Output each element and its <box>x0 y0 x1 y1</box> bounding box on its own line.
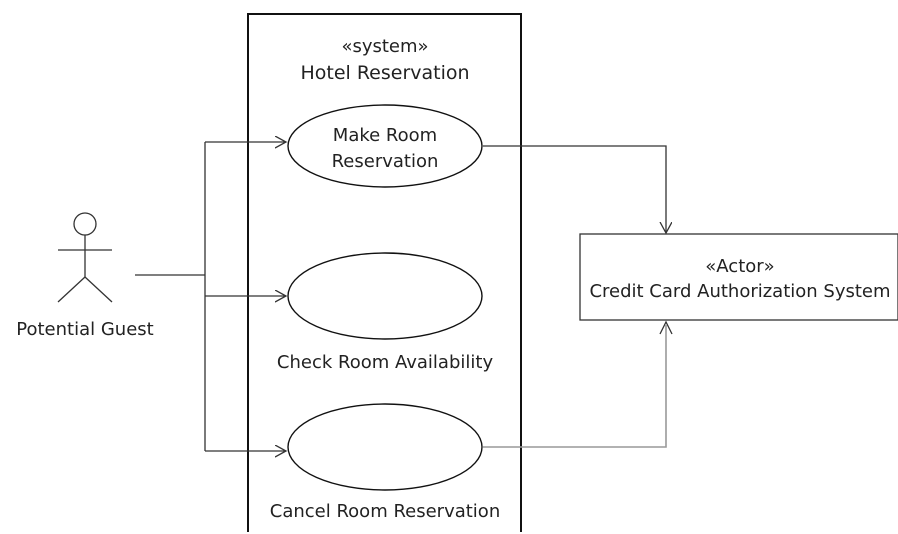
arrow-make-to-credit-card <box>483 145 666 233</box>
system-stereotype: «system» <box>341 36 428 57</box>
use-case-label: Cancel Room Reservation <box>270 501 500 522</box>
actor-potential-guest: Potential Guest <box>16 212 154 340</box>
actor-stereotype: «Actor» <box>705 256 774 277</box>
stick-figure-icon <box>57 212 113 303</box>
use-case-label-line2: Reservation <box>332 151 439 172</box>
line-cancel-to-credit-card <box>483 325 667 448</box>
use-case-check-availability: Check Room Availability <box>277 252 494 373</box>
external-associations <box>483 145 673 448</box>
system-boundary: «system» Hotel Reservation <box>247 13 522 532</box>
actor-label: Potential Guest <box>16 319 153 340</box>
use-case-label-line1: Make Room <box>333 125 437 146</box>
use-case-make-reservation: Make Room Reservation <box>287 104 483 188</box>
arrow-head-cancel-to-credit-card <box>659 320 673 335</box>
use-case-cancel-reservation: Cancel Room Reservation <box>270 403 500 522</box>
guest-associations <box>135 142 286 451</box>
actor-credit-card-system: «Actor» Credit Card Authorization System <box>579 233 898 321</box>
actor-name: Credit Card Authorization System <box>589 281 890 302</box>
use-case-label: Check Room Availability <box>277 352 494 373</box>
system-name: Hotel Reservation <box>300 62 469 84</box>
